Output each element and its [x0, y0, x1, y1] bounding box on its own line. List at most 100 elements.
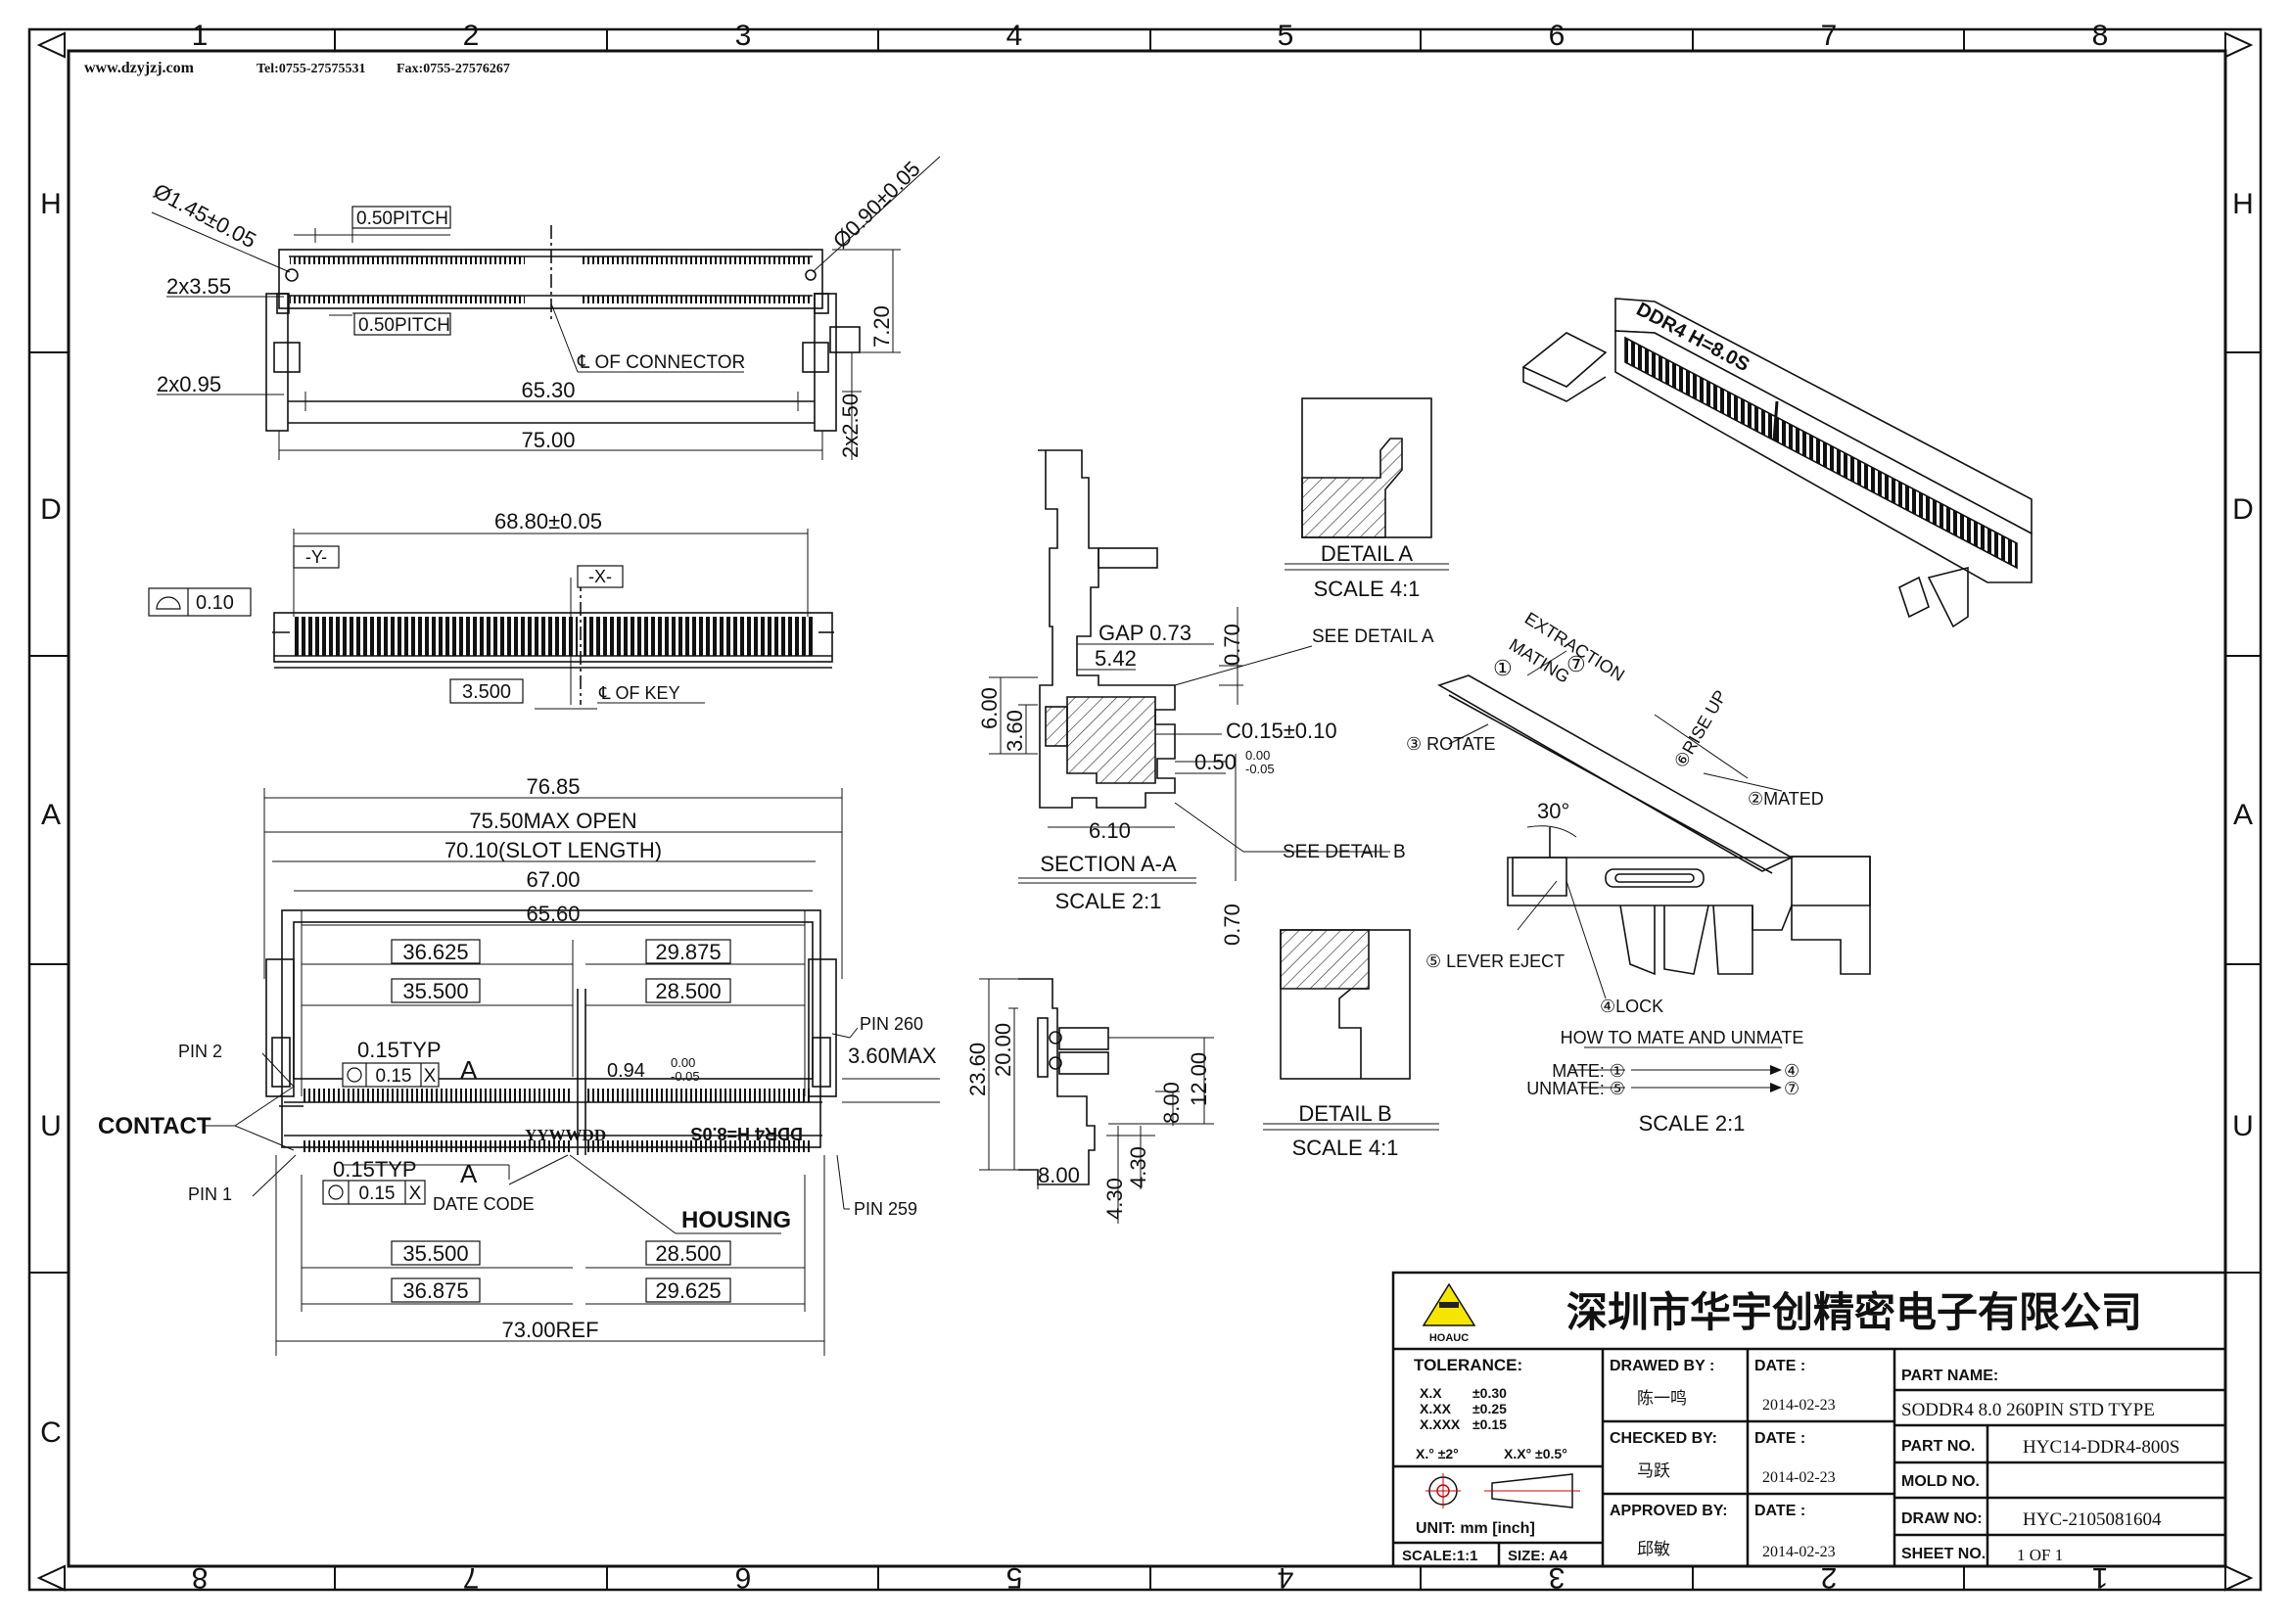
pin260-label: PIN 260 [860, 1014, 923, 1034]
zone-letters: H D A U C H D A U [40, 188, 2254, 1449]
zone-top-3: 3 [735, 20, 752, 52]
dim-430a: 4.30 [1102, 1178, 1127, 1220]
dim-360-max: 3.60MAX [848, 1044, 937, 1068]
dim-36875: 36.875 [402, 1278, 468, 1303]
detail-a [1285, 397, 1449, 571]
dim-6700: 67.00 [526, 867, 580, 892]
dim-35500b: 35.500 [402, 1241, 468, 1266]
dim-250: 2x2.50 [838, 394, 863, 458]
drawn-by: 陈一鸣 [1637, 1389, 1687, 1408]
draw-no: HYC-2105081604 [2023, 1509, 2162, 1530]
part-no: HYC14-DDR4-800S [2023, 1437, 2179, 1458]
pos-tol-bottom: 0.15 [359, 1183, 396, 1204]
datum-y-box [293, 545, 340, 569]
detail-b-scale: SCALE 4:1 [1292, 1136, 1399, 1160]
detail-a-scale: SCALE 4:1 [1314, 577, 1421, 601]
zone-top-4: 4 [1006, 20, 1023, 52]
dim-35500a: 35.500 [402, 979, 468, 1003]
zone-bottom-3: 3 [1549, 1561, 1566, 1594]
checked-by: 马跃 [1637, 1462, 1670, 1480]
datum-ref-bottom: X [409, 1183, 422, 1204]
section-view-labels: GAP 0.73 5.42 6.00 3.60 0.70 C0.15±0.10 … [977, 621, 1434, 946]
sheet-no-label: SHEET NO. [1901, 1546, 1986, 1562]
title-block-text: TOLERANCE: X.X ±0.30 X.XX ±0.25 X.XXX ±0… [1402, 1356, 2179, 1564]
dim-7010: 70.10(SLOT LENGTH) [444, 838, 662, 862]
dim-355: 2x3.55 [166, 274, 231, 299]
rotate-label: ③ ROTATE [1406, 734, 1495, 754]
zone-right-H: H [2232, 188, 2254, 220]
title-block [1391, 1271, 2227, 1568]
approved-by-label: APPROVED BY: [1610, 1503, 1728, 1519]
tolerance-label: TOLERANCE: [1414, 1356, 1522, 1374]
dim-35500a-box [391, 978, 481, 1003]
dim-2360: 23.60 [965, 1043, 990, 1096]
date-label-3: DATE : [1754, 1503, 1805, 1519]
zone-bottom-4: 4 [1278, 1561, 1294, 1594]
pitch-bottom-box [353, 312, 451, 336]
mating-annotation-lines [1448, 650, 1783, 1089]
unmate-end: ⑦ [1784, 1079, 1799, 1098]
dim-800a: 8.00 [1159, 1082, 1184, 1124]
dim-050-up: 0.00 [1245, 748, 1270, 763]
how-to-label: HOW TO MATE AND UNMATE [1561, 1028, 1804, 1047]
date-code-label: DATE CODE [433, 1194, 535, 1214]
dim-36625-box [391, 939, 481, 964]
hole-diameter: Ø1.45±0.05 [150, 178, 260, 253]
pin259-label: PIN 259 [854, 1199, 917, 1219]
see-detail-b: SEE DETAIL B [1283, 842, 1406, 862]
datum-ref-top: X [424, 1066, 437, 1087]
chamfer-label: C0.15±0.10 [1226, 719, 1337, 743]
header-contact: www.dzyjzj.com Tel:0755-27575531 Fax:075… [84, 60, 510, 76]
detail-b-title: DETAIL B [1298, 1101, 1391, 1126]
datum-y: -Y- [305, 547, 327, 567]
projection-cone-icon [1491, 1473, 1573, 1508]
zone-ticks [29, 29, 2261, 1590]
position-icon-bottom [328, 1184, 344, 1200]
mating-labels: EXTRACTION MATING ① ⑦ ③ ROTATE ⑥RISE UP … [1406, 608, 1824, 1136]
date-format: YYWWDD [525, 1126, 606, 1144]
part-name-label: PART NAME: [1901, 1368, 1998, 1384]
dim-28500b-box [645, 1240, 731, 1266]
dim-1200: 12.00 [1187, 1052, 1211, 1106]
zone-top-7: 7 [1821, 20, 1838, 52]
tol-row1-val: ±0.30 [1472, 1385, 1507, 1401]
bottom-view-labels: 76.85 75.50MAX OPEN 70.10(SLOT LENGTH) 6… [98, 774, 937, 1342]
zone-top-6: 6 [1549, 20, 1566, 52]
sheet-no: 1 OF 1 [2017, 1546, 2063, 1564]
date-checked: 2014-02-23 [1762, 1469, 1836, 1486]
position-frame-top [342, 1062, 440, 1088]
pin1-label: PIN 1 [188, 1184, 232, 1204]
key-centerline: ℄ OF KEY [598, 683, 680, 703]
unit-label: UNIT: mm [inch] [1416, 1520, 1535, 1537]
position-icon-top [347, 1067, 362, 1083]
dim-720: 7.20 [869, 305, 894, 348]
key-dim-box [449, 678, 524, 704]
date-drawn: 2014-02-23 [1762, 1397, 1836, 1414]
typ-bottom: 0.15TYP [333, 1157, 417, 1182]
front-view [272, 578, 834, 705]
website: www.dzyjzj.com [84, 60, 195, 76]
mating-step-1: ① [1493, 656, 1513, 680]
zone-right-D: D [2232, 493, 2254, 526]
section-view-dims [989, 607, 1390, 884]
logo-text: HOAUC [1429, 1332, 1469, 1344]
dim-6530: 65.30 [521, 378, 575, 402]
peg-diameter: Ø0.90±0.05 [828, 157, 925, 254]
zone-top-8: 8 [2092, 20, 2109, 52]
section-title: SECTION A-A [1040, 852, 1177, 876]
connector-centerline: ℄ OF CONNECTOR [577, 352, 745, 373]
zone-right-U: U [2232, 1110, 2254, 1142]
dim-29625-box [645, 1277, 731, 1303]
date-approved: 2014-02-23 [1762, 1544, 1836, 1560]
tol-row2-key: X.XX [1420, 1401, 1452, 1416]
side-view [1018, 978, 1109, 1185]
contact-label: CONTACT [98, 1113, 211, 1139]
dim-7550: 75.50MAX OPEN [469, 809, 636, 833]
mate-line: MATE: ① [1552, 1061, 1625, 1081]
draw-no-label: DRAW NO: [1901, 1510, 1983, 1527]
tol-row3-val: ±0.15 [1472, 1416, 1507, 1432]
zone-bottom-6: 6 [735, 1561, 752, 1594]
tol-row1-key: X.X [1420, 1385, 1442, 1401]
dim-29625: 29.625 [655, 1278, 721, 1303]
